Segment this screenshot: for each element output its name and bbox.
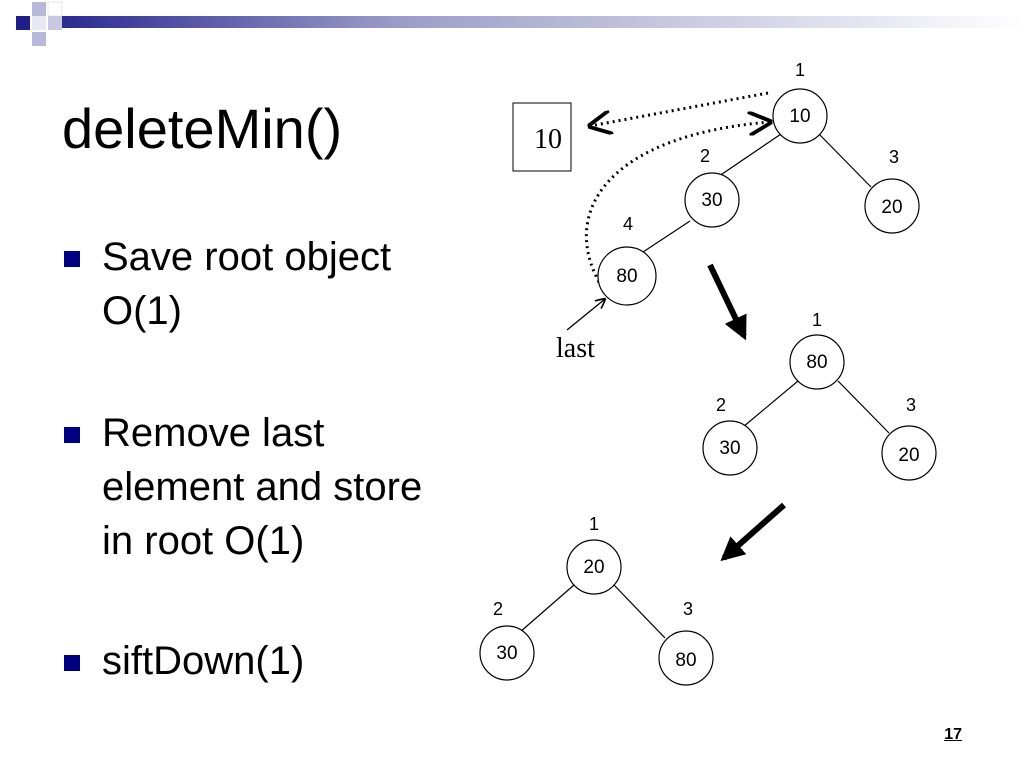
node-index: 1 bbox=[589, 514, 599, 534]
bullet-square-icon bbox=[64, 655, 80, 671]
saved-root-box: 10 bbox=[512, 102, 572, 172]
tree-after-sift: 20 1 30 2 80 3 bbox=[479, 514, 714, 686]
heap-node: 30 2 bbox=[702, 395, 758, 476]
node-index: 3 bbox=[906, 395, 916, 415]
heap-node: 20 3 bbox=[881, 395, 937, 481]
step-arrow-2 bbox=[720, 502, 786, 562]
node-index: 2 bbox=[700, 146, 710, 166]
heap-node: 80 4 bbox=[597, 214, 657, 306]
saved-root-value: 10 bbox=[534, 124, 562, 155]
node-value: 30 bbox=[496, 643, 517, 664]
last-pointer-arrow bbox=[566, 299, 605, 331]
heap-node: 30 2 bbox=[479, 599, 535, 681]
node-value: 30 bbox=[719, 438, 740, 459]
node-index: 3 bbox=[889, 147, 899, 167]
heap-node: 80 1 bbox=[789, 310, 845, 390]
tree-before: 10 1 30 2 20 3 80 4 bbox=[597, 60, 920, 306]
move-last-arrow bbox=[584, 122, 770, 283]
node-value: 30 bbox=[701, 190, 722, 211]
heap-node: 80 3 bbox=[658, 599, 714, 686]
tree-edge bbox=[519, 584, 575, 633]
last-label: last bbox=[556, 333, 595, 364]
node-value: 20 bbox=[898, 445, 919, 466]
step-arrow-1 bbox=[707, 263, 747, 341]
tree-edge bbox=[742, 380, 799, 428]
node-index: 2 bbox=[493, 599, 503, 619]
save-root-arrow bbox=[590, 91, 769, 126]
node-value: 80 bbox=[675, 650, 696, 671]
page-number: 17 bbox=[944, 726, 962, 743]
bullet-square-icon bbox=[64, 251, 80, 267]
node-value: 80 bbox=[616, 266, 637, 287]
tree-edge bbox=[837, 380, 890, 434]
bullet-text: Save root object O(1) bbox=[102, 235, 392, 333]
bullet-text: siftDown(1) bbox=[102, 639, 305, 683]
node-index: 2 bbox=[716, 395, 726, 415]
tree-edge bbox=[639, 220, 691, 255]
bullet-item: siftDown(1) bbox=[62, 634, 482, 688]
heap-node: 20 3 bbox=[864, 147, 920, 234]
heap-node: 10 1 bbox=[772, 60, 828, 144]
tree-edge bbox=[818, 133, 872, 188]
heap-node: 20 1 bbox=[566, 514, 622, 595]
bullet-square-icon bbox=[64, 427, 80, 443]
node-value: 10 bbox=[789, 106, 810, 127]
node-value: 80 bbox=[806, 352, 827, 373]
node-index: 3 bbox=[683, 599, 693, 619]
tree-edge bbox=[613, 584, 666, 639]
node-index: 1 bbox=[795, 60, 805, 80]
slide-title: deleteMin() bbox=[62, 97, 343, 160]
heap-node: 30 2 bbox=[684, 146, 740, 228]
tree-after-move: 80 1 30 2 20 3 bbox=[702, 310, 937, 481]
node-value: 20 bbox=[881, 197, 902, 218]
bullet-item: Remove last element and store in root O(… bbox=[62, 406, 482, 568]
corner-decoration bbox=[16, 1, 1024, 46]
bullet-item: Save root object O(1) bbox=[62, 230, 482, 338]
bullet-text: Remove last element and store in root O(… bbox=[102, 411, 423, 563]
node-index: 1 bbox=[812, 310, 822, 330]
node-index: 4 bbox=[623, 214, 633, 234]
node-value: 20 bbox=[583, 557, 604, 578]
